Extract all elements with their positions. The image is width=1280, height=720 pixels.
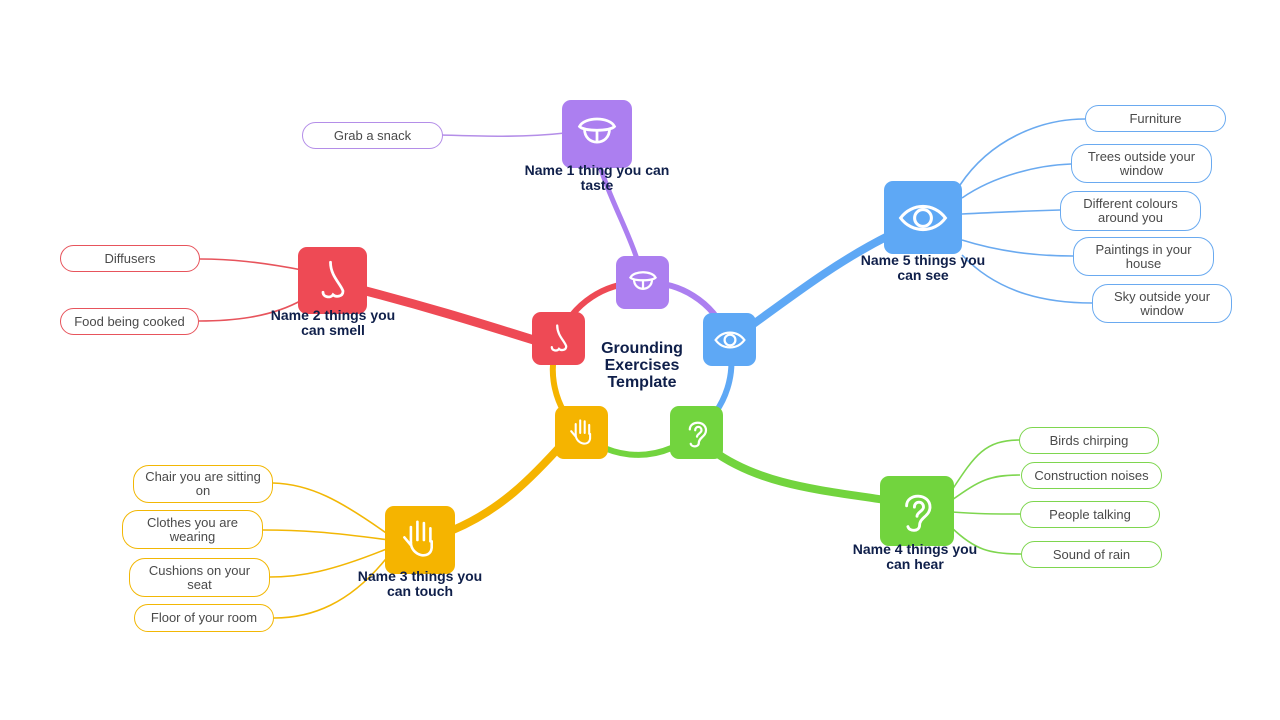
- branch-smell-node[interactable]: [298, 247, 367, 314]
- branch-hear-label: Name 4 things you can hear: [852, 541, 978, 572]
- ring-hear-node[interactable]: [670, 406, 723, 459]
- smell-item-2[interactable]: Food being cooked: [60, 308, 199, 335]
- center-title: Grounding Exercises Template: [601, 340, 683, 391]
- touch-item-3[interactable]: Cushions on your seat: [129, 558, 270, 597]
- ear-icon: [905, 494, 932, 532]
- hear-item-1[interactable]: Birds chirping: [1019, 427, 1159, 454]
- branch-taste-label: Name 1 thing you can taste: [524, 162, 670, 193]
- smell-item-1[interactable]: Diffusers: [60, 245, 200, 272]
- branch-see-label: Name 5 things you can see: [860, 252, 986, 283]
- touch-item-1[interactable]: Chair you are sitting on: [133, 465, 273, 503]
- hear-item-2[interactable]: Construction noises: [1021, 462, 1162, 489]
- touch-item-2[interactable]: Clothes you are wearing: [122, 510, 263, 549]
- hear-item-4[interactable]: Sound of rain: [1021, 541, 1162, 568]
- hand-icon: [569, 418, 591, 445]
- hear-item-3[interactable]: People talking: [1020, 501, 1160, 528]
- branch-smell-label: Name 2 things you can smell: [270, 307, 396, 338]
- see-item-5[interactable]: Sky outside your window: [1092, 284, 1232, 323]
- branch-touch-label: Name 3 things you can touch: [357, 568, 483, 599]
- ring-taste-node[interactable]: [616, 256, 669, 309]
- nose-icon: [321, 260, 344, 298]
- tongue-icon: [577, 117, 617, 144]
- branch-taste-node[interactable]: [562, 100, 632, 168]
- branch-see-node[interactable]: [884, 181, 962, 254]
- see-item-3[interactable]: Different colours around you: [1060, 191, 1201, 231]
- eye-icon: [713, 330, 746, 349]
- ring-smell-node[interactable]: [532, 312, 585, 365]
- see-item-4[interactable]: Paintings in your house: [1073, 237, 1214, 276]
- taste-item-1[interactable]: Grab a snack: [302, 122, 443, 149]
- ear-icon: [688, 421, 707, 448]
- tongue-icon: [628, 270, 657, 290]
- touch-item-4[interactable]: Floor of your room: [134, 604, 274, 632]
- hand-icon: [403, 520, 433, 557]
- ring-touch-node[interactable]: [555, 406, 608, 459]
- eye-icon: [898, 204, 948, 231]
- nose-icon: [550, 323, 567, 352]
- ring-see-node[interactable]: [703, 313, 756, 366]
- see-item-1[interactable]: Furniture: [1085, 105, 1226, 132]
- branch-hear-node[interactable]: [880, 476, 954, 546]
- branch-touch-node[interactable]: [385, 506, 455, 574]
- see-item-2[interactable]: Trees outside your window: [1071, 144, 1212, 183]
